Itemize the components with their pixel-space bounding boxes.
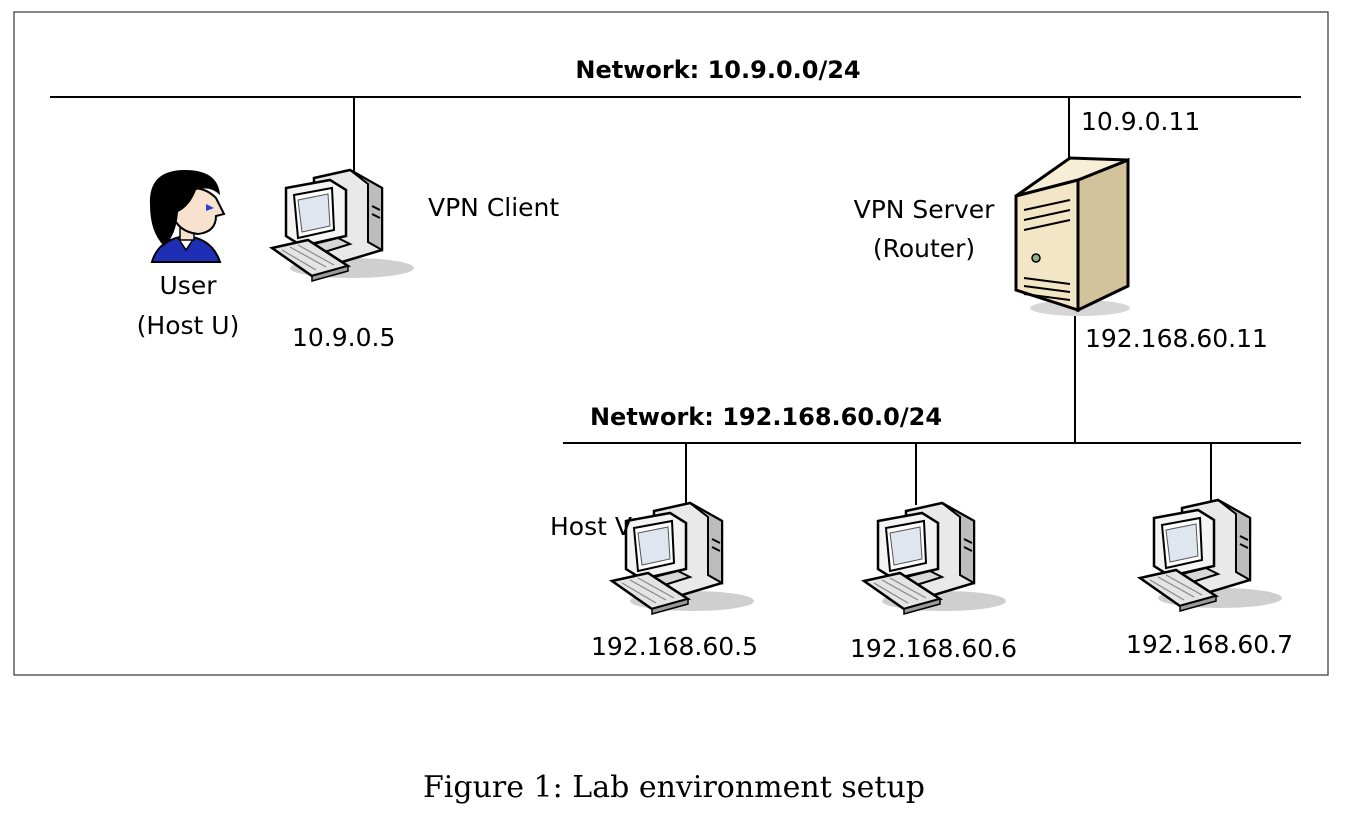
desktop-computer-icon: [610, 501, 756, 616]
desktop-computer-icon: [1138, 498, 1284, 613]
network-label-lower: Network: 192.168.60.0/24: [590, 403, 942, 431]
host-v-label: Host V: [550, 512, 632, 541]
vpn-server-ip-upper: 10.9.0.11: [1081, 107, 1200, 136]
diagram-frame: [13, 11, 1329, 676]
desktop-computer-icon: [862, 501, 1008, 616]
host-v-ip: 192.168.60.5: [591, 632, 758, 661]
host-6-ip: 192.168.60.6: [850, 634, 1017, 663]
figure-caption: Figure 1: Lab environment setup: [422, 770, 926, 805]
tower-server-icon: [1014, 156, 1130, 316]
vpn-client-label: VPN Client: [428, 193, 559, 222]
user-label: User: [160, 271, 218, 300]
vpn-server-ip-lower: 192.168.60.11: [1085, 324, 1268, 353]
network-label-upper: Network: 10.9.0.0/24: [575, 56, 860, 84]
desktop-computer-icon: [270, 168, 416, 283]
vpn-server-router-label: (Router): [873, 234, 975, 263]
user-host-label: (Host U): [137, 311, 240, 340]
person-icon: [149, 170, 226, 263]
vpn-client-ip: 10.9.0.5: [292, 323, 395, 352]
vpn-server-label: VPN Server: [854, 195, 996, 224]
host-7-ip: 192.168.60.7: [1126, 630, 1293, 659]
